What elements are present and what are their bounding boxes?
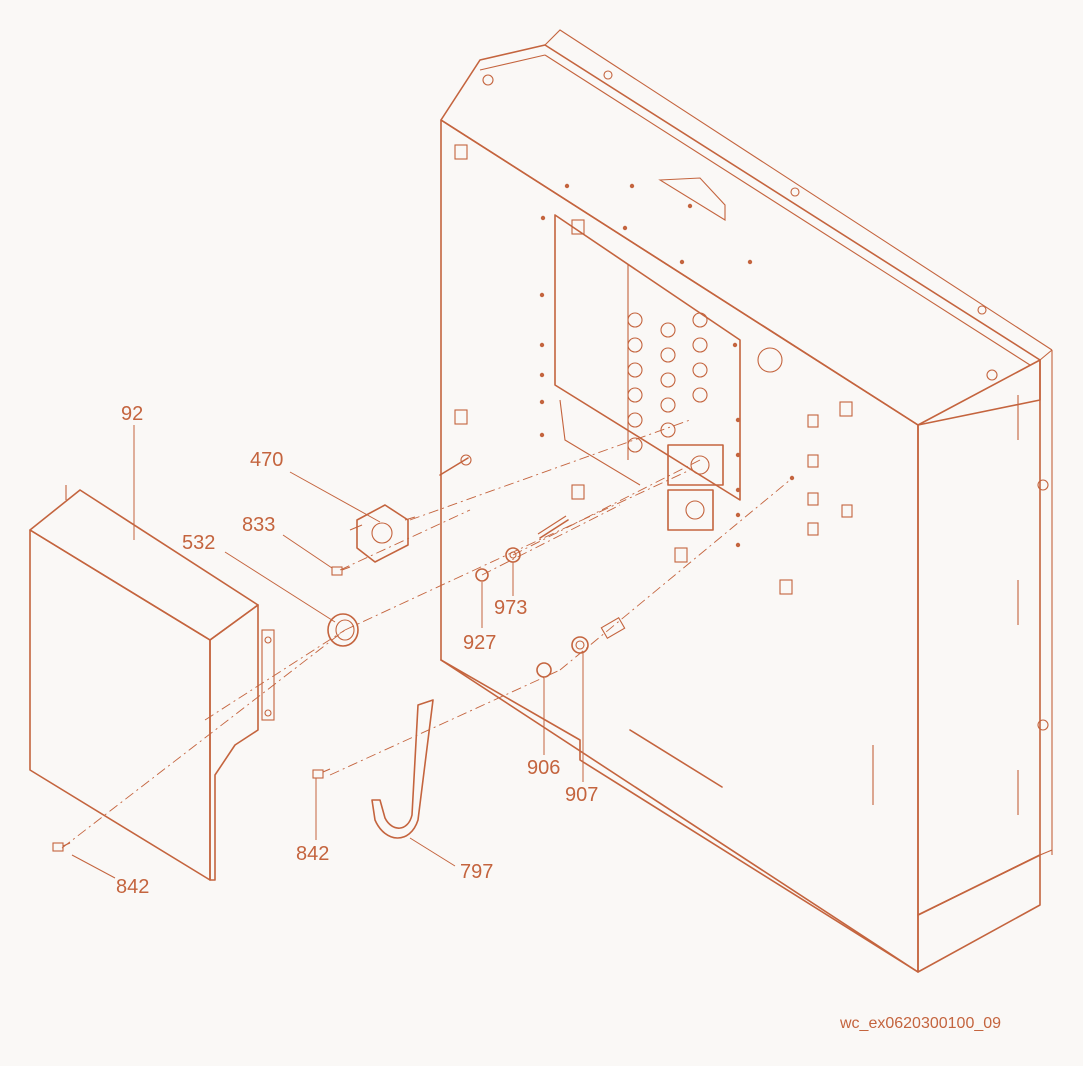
main-housing bbox=[439, 29, 1053, 973]
callout-907: 907 bbox=[565, 784, 599, 806]
callout-92: 92 bbox=[121, 403, 144, 425]
part-907-locknut bbox=[571, 636, 589, 654]
part-797-hook bbox=[371, 699, 434, 839]
callout-470: 470 bbox=[250, 449, 284, 471]
part-833-screw bbox=[331, 566, 351, 576]
terminal-rows bbox=[627, 312, 708, 453]
part-532-grommet bbox=[327, 613, 359, 647]
cover-92 bbox=[29, 485, 275, 881]
callout-797: 797 bbox=[460, 861, 494, 883]
callout-973: 973 bbox=[494, 597, 528, 619]
spacer bbox=[600, 617, 626, 639]
callout-532: 532 bbox=[182, 532, 216, 554]
callout-927: 927 bbox=[463, 632, 497, 654]
callout-906: 906 bbox=[527, 757, 561, 779]
part-842-screw-center bbox=[312, 768, 331, 779]
leader-lines bbox=[71, 425, 584, 879]
callout-842-center: 842 bbox=[296, 843, 330, 865]
callout-833: 833 bbox=[242, 514, 276, 536]
callout-842-left: 842 bbox=[116, 876, 150, 898]
part-470-terminal-block bbox=[349, 504, 416, 563]
figure-id: wc_ex0620300100_09 bbox=[840, 1015, 1002, 1032]
part-927-nut bbox=[475, 568, 489, 582]
threaded-stud bbox=[537, 515, 569, 539]
assembly-axes bbox=[61, 419, 791, 849]
